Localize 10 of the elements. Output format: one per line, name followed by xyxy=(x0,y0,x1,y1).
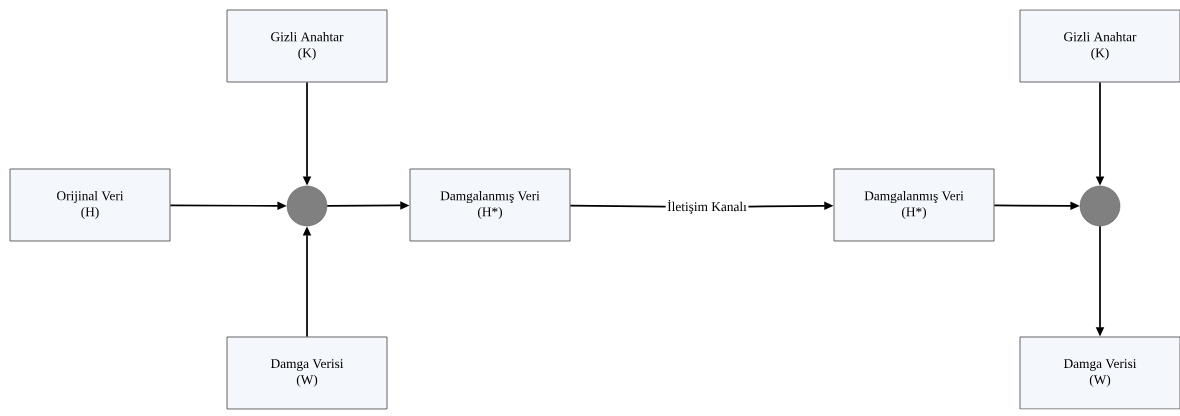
junction-circle xyxy=(286,185,328,227)
process-box: Orijinal Veri (H) xyxy=(9,168,171,242)
process-box: Damgalanmış Veri (H*) xyxy=(833,168,995,242)
process-box: Gizli Anahtar (K) xyxy=(1019,9,1180,83)
process-box: Gizli Anahtar (K) xyxy=(226,9,388,83)
junction-circle xyxy=(1079,185,1121,227)
channel-label: İletişim Kanalı xyxy=(667,200,747,214)
process-box: Damga Verisi (W) xyxy=(1019,336,1180,410)
process-box: Damgalanmış Veri (H*) xyxy=(409,168,571,242)
process-box: Damga Verisi (W) xyxy=(226,336,388,410)
